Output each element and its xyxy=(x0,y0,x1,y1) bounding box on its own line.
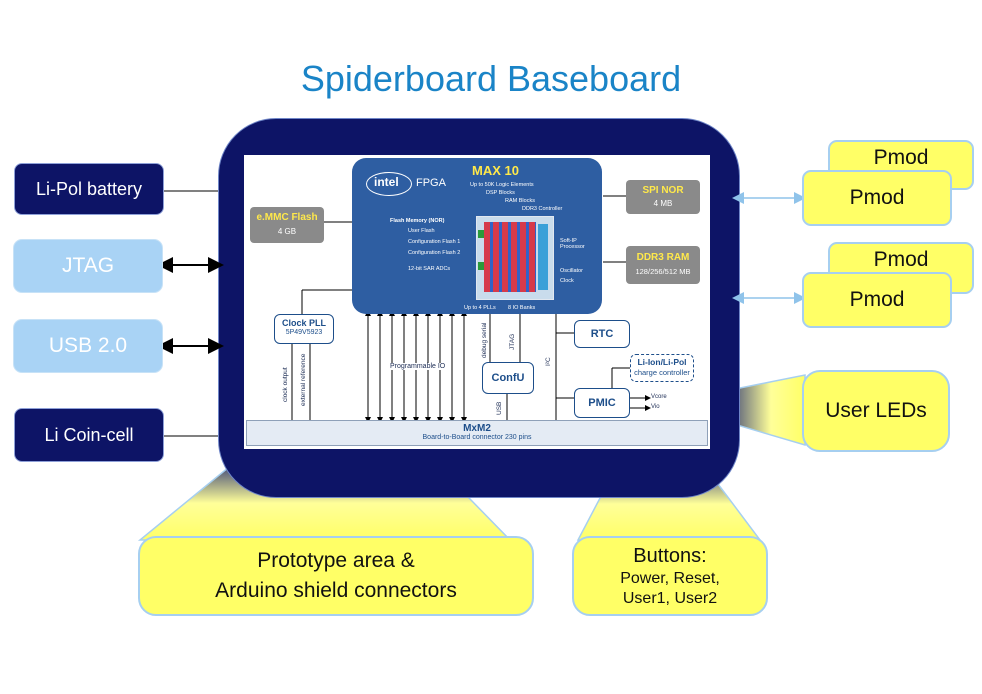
fpga-right-item: Soft-IP Processor xyxy=(560,238,585,250)
fpga-feature: Up to 50K Logic Elements xyxy=(470,182,534,188)
vcore-label: Vcore xyxy=(651,394,667,400)
fpga-family: FPGA xyxy=(416,177,446,189)
fpga-right-item: Clock xyxy=(560,278,574,284)
flash-item: Configuration Flash 1 xyxy=(408,239,461,245)
rtc-label: RTC xyxy=(590,328,614,340)
flash-item: User Flash xyxy=(408,228,435,234)
buttons-callout: Buttons: Power, Reset, User1, User2 xyxy=(572,536,768,616)
pmic: PMIC xyxy=(574,388,630,418)
emmc-flash: e.MMC Flash 4 GB xyxy=(250,207,324,243)
emmc-size: 4 GB xyxy=(277,227,297,236)
emmc-title: e.MMC Flash xyxy=(256,212,318,223)
intel-brand: intel xyxy=(374,175,399,189)
programmable-io-label: Programmable IO xyxy=(388,363,448,370)
clock-pll: Clock PLL 5P49V5923 xyxy=(274,314,334,344)
fpga-io-banks: 8 IO Banks xyxy=(508,305,536,311)
spi-nor-size: 4 MB xyxy=(653,199,673,208)
user-leds-label: User LEDs xyxy=(825,399,927,422)
jtag-box: JTAG xyxy=(14,240,162,292)
diagram-title: Spiderboard Baseboard xyxy=(300,58,682,99)
li-pol-battery-label: Li-Pol battery xyxy=(35,178,143,199)
pmic-label: PMIC xyxy=(588,397,616,409)
fpga-logic-array xyxy=(484,222,536,292)
mxm2-title: MxM2 xyxy=(463,423,491,434)
pmod-front-2: Pmod xyxy=(802,272,952,328)
usb-box-label: USB 2.0 xyxy=(48,334,128,357)
charger-title: Li-Ion/Li-Pol xyxy=(637,357,687,367)
li-coin-cell-box: Li Coin-cell xyxy=(14,408,164,462)
charger-subtitle: charge controller xyxy=(634,368,690,377)
spi-nor-title: SPI NOR xyxy=(642,185,684,196)
mxm2-subtitle: Board-to-Board connector 230 pins xyxy=(422,434,532,441)
clock-pll-title: Clock PLL xyxy=(281,318,326,328)
usb-label: USB xyxy=(496,401,503,415)
confu: ConfU xyxy=(482,362,534,394)
fpga-io-strip xyxy=(538,224,548,290)
debug-serial-label: debug serial xyxy=(481,322,488,358)
li-coin-cell-label: Li Coin-cell xyxy=(44,424,134,445)
fpga-plls: Up to 4 PLLs xyxy=(464,305,496,311)
pmod-label: Pmod xyxy=(873,248,929,271)
usb-box: USB 2.0 xyxy=(14,320,162,372)
spi-nor: SPI NOR 4 MB xyxy=(626,180,700,214)
pmod-label: Pmod xyxy=(873,146,929,169)
flash-memory-title: Flash Memory (NOR) xyxy=(390,218,445,224)
prototype-line-2: Arduino shield connectors xyxy=(215,579,457,602)
fpga-name: MAX 10 xyxy=(472,163,519,178)
li-pol-battery-box: Li-Pol battery xyxy=(14,163,164,215)
fpga-feature: DDR3 Controller xyxy=(522,206,563,212)
flash-item: 12-bit SAR ADCs xyxy=(408,266,451,272)
fpga-flash-cell xyxy=(478,262,484,270)
ddr3-size: 128/256/512 MB xyxy=(635,267,691,276)
pmod-front-1: Pmod xyxy=(802,170,952,226)
buttons-line-2: User1, User2 xyxy=(622,589,718,607)
fpga-flash-cell xyxy=(478,230,484,238)
external-reference-label: external reference xyxy=(300,353,307,406)
flash-item: Configuration Flash 2 xyxy=(408,250,461,256)
clock-output-label: clock output xyxy=(282,367,289,402)
clock-pll-part: 5P49V5923 xyxy=(285,329,323,336)
user-leds-callout: User LEDs xyxy=(802,370,950,452)
pmod-label: Pmod xyxy=(849,186,905,209)
buttons-line-1: Power, Reset, xyxy=(620,569,720,587)
jtag-label: JTAG xyxy=(509,333,516,350)
jtag-box-label: JTAG xyxy=(61,254,115,277)
confu-label: ConfU xyxy=(491,372,525,384)
i2c-label: I²C xyxy=(545,357,552,366)
buttons-title: Buttons: xyxy=(633,544,707,567)
mxm2-connector: MxM2 Board-to-Board connector 230 pins xyxy=(246,420,708,446)
fpga-right-item: Oscillator xyxy=(560,268,583,274)
prototype-line-1: Prototype area & xyxy=(257,549,415,572)
rtc: RTC xyxy=(574,320,630,348)
fpga-feature: RAM Blocks xyxy=(505,198,535,204)
pmod-label: Pmod xyxy=(849,288,905,311)
ddr3-title: DDR3 RAM xyxy=(636,252,690,263)
ddr3-ram: DDR3 RAM 128/256/512 MB xyxy=(626,246,700,284)
charge-controller: Li-Ion/Li-Pol charge controller xyxy=(630,354,694,382)
intel-logo xyxy=(366,172,412,196)
fpga-feature: DSP Blocks xyxy=(486,190,515,196)
prototype-area-callout: Prototype area & Arduino shield connecto… xyxy=(138,536,534,616)
vio-label: Vio xyxy=(651,404,660,410)
